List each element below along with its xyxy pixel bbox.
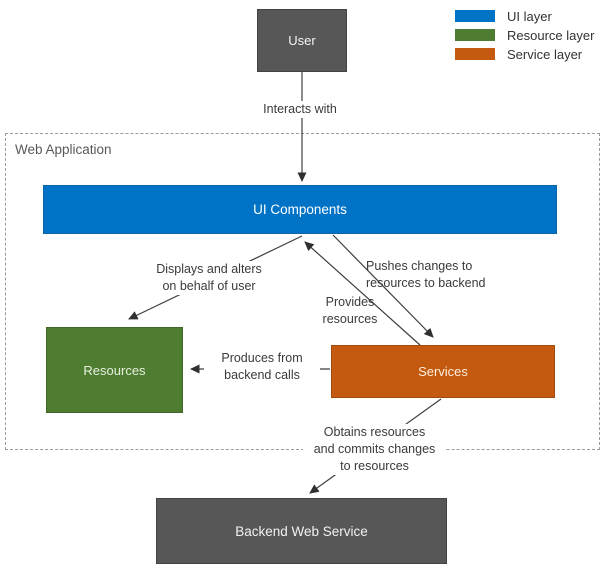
- node-user: User: [257, 9, 347, 72]
- legend-item-label: UI layer: [507, 8, 552, 24]
- edge-displays-label: Displays and alters on behalf of user: [139, 261, 279, 295]
- node-ui-components: UI Components: [43, 185, 557, 234]
- node-resources-label: Resources: [83, 362, 146, 378]
- edge-obtains-label: Obtains resources and commits changes to…: [303, 424, 446, 475]
- legend-item-ui-layer: UI layer: [455, 7, 594, 25]
- node-services: Services: [331, 345, 555, 398]
- web-application-group-label: Web Application: [15, 142, 112, 157]
- legend-item-label: Service layer: [507, 46, 583, 62]
- legend-item-label: Resource layer: [507, 27, 595, 43]
- edge-pushes-line: [332, 234, 434, 338]
- edge-interacts-label: Interacts with: [235, 101, 365, 118]
- resource-layer-swatch-icon: [455, 29, 495, 41]
- node-backend-web-service-label: Backend Web Service: [235, 523, 368, 539]
- service-layer-swatch-icon: [455, 48, 495, 60]
- edge-provides-line: [304, 241, 421, 346]
- edge-produces-label: Produces from backend calls: [204, 350, 320, 384]
- edge-provides-label: Provides resources: [322, 295, 378, 326]
- legend-item-service-layer: Service layer: [455, 45, 594, 63]
- ui-layer-swatch-icon: [455, 10, 495, 22]
- legend-item-resource-layer: Resource layer: [455, 26, 594, 44]
- legend: UI layer Resource layer Service layer: [455, 7, 594, 64]
- edge-pushes-label: Pushes changes to resources to backend: [366, 259, 486, 290]
- node-ui-components-label: UI Components: [253, 202, 347, 217]
- node-user-label: User: [288, 33, 316, 48]
- node-backend-web-service: Backend Web Service: [156, 498, 447, 564]
- node-resources: Resources: [46, 327, 183, 413]
- node-services-label: Services: [418, 364, 468, 379]
